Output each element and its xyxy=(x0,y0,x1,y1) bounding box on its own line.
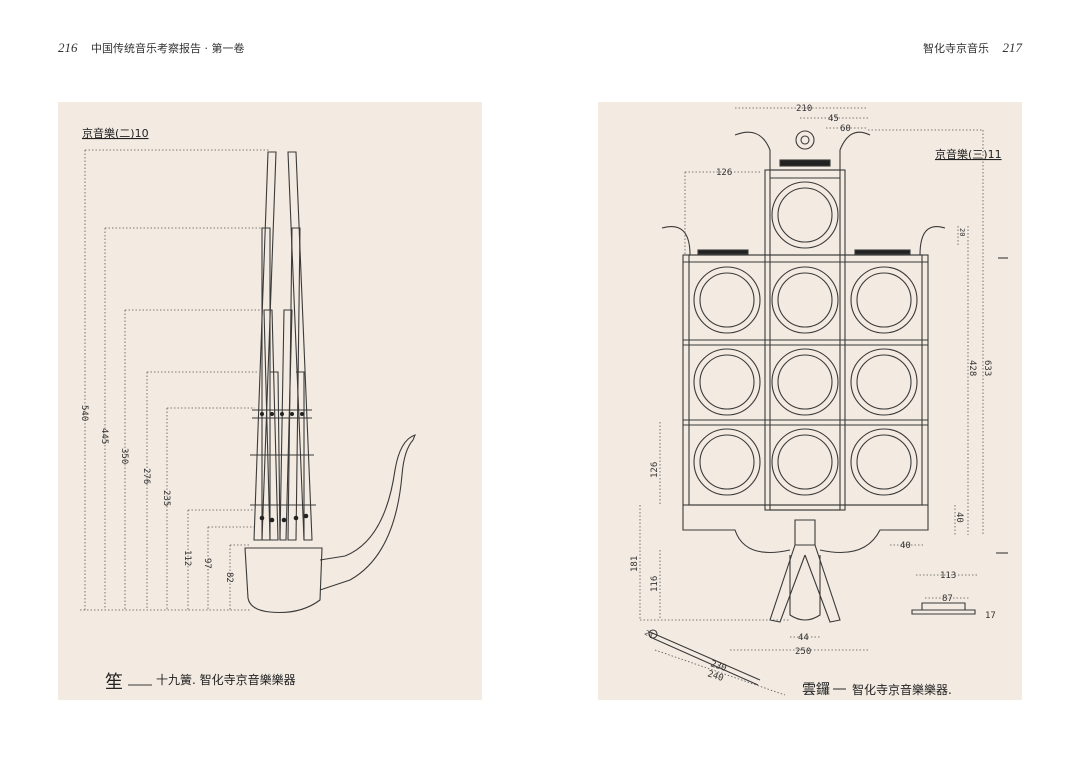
dim-181: 181 xyxy=(630,556,640,572)
dim-112: 112 xyxy=(182,550,192,566)
dim-230: 230 xyxy=(709,659,728,674)
dim-116: 116 xyxy=(650,576,660,592)
sheng-drawing-plate: 京音樂(二)10 540 445 350 276 235 112 97 82 xyxy=(58,102,482,700)
dim-97: 97 xyxy=(202,558,212,569)
dim-350: 350 xyxy=(119,448,129,464)
yunluo-drawing-plate: 京音樂(三)11 xyxy=(598,102,1022,700)
dimension-lines xyxy=(639,107,984,696)
dim-126-top: 126 xyxy=(716,168,732,178)
dim-126: 126 xyxy=(650,462,660,478)
dim-240: 240 xyxy=(706,669,725,684)
figure-label: 京音樂(二)10 xyxy=(82,126,149,140)
left-page-number: 216 xyxy=(58,40,78,55)
caption-instrument-name: 雲鑼 xyxy=(802,682,830,698)
dim-40-v: 40 xyxy=(954,512,964,523)
right-chapter-title: 智化寺京音乐 xyxy=(923,42,989,55)
dim-17: 17 xyxy=(985,611,996,621)
sheng-bowl-and-spout xyxy=(244,434,416,614)
finger-holes xyxy=(259,412,309,523)
right-page-number: 217 xyxy=(1002,40,1023,55)
sheng-drawing: 京音樂(二)10 540 445 350 276 235 112 97 82 xyxy=(79,126,416,693)
caption-description: 十九簧. 智化寺京音樂樂器 xyxy=(156,672,296,687)
dim-633: 633 xyxy=(982,360,992,376)
sheng-pipes xyxy=(250,151,316,541)
caption-instrument-name: 笙 xyxy=(105,672,123,693)
dim-210: 210 xyxy=(796,104,812,114)
dim-250: 250 xyxy=(795,647,811,657)
dim-45: 45 xyxy=(828,114,839,124)
right-running-head: 智化寺京音乐 217 xyxy=(923,40,1032,56)
left-book-title: 中国传统音乐考察报告 · 第一卷 xyxy=(91,42,245,55)
yunluo-drawing: 京音樂(三)11 xyxy=(630,104,1008,698)
dim-113: 113 xyxy=(940,571,956,581)
dim-20: 20 xyxy=(958,228,966,236)
gong-frame xyxy=(648,130,976,686)
dim-60: 60 xyxy=(840,124,851,134)
dimension-lines xyxy=(80,149,270,611)
dim-540: 540 xyxy=(79,405,89,421)
dim-235: 235 xyxy=(161,490,171,506)
dim-24: 24 xyxy=(643,629,654,640)
left-running-head: 216 中国传统音乐考察报告 · 第一卷 xyxy=(48,40,245,56)
dim-87: 87 xyxy=(942,594,953,604)
dim-445: 445 xyxy=(99,428,109,444)
dim-276: 276 xyxy=(141,468,151,484)
dim-44: 44 xyxy=(798,633,809,643)
caption-description: 智化寺京音樂樂器. xyxy=(852,682,952,697)
dim-428: 428 xyxy=(967,360,977,376)
gongs xyxy=(693,181,918,496)
dim-40-h: 40 xyxy=(900,541,911,551)
dim-82: 82 xyxy=(224,572,234,583)
figure-label: 京音樂(三)11 xyxy=(935,147,1002,161)
